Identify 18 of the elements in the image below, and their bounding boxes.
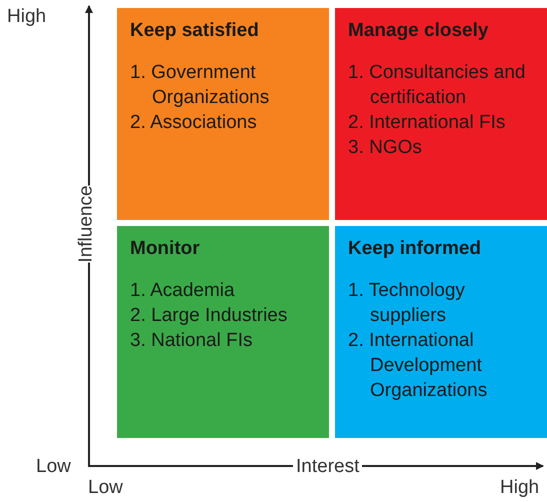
quadrant-box	[117, 226, 329, 438]
quadrant-heading: Monitor	[130, 238, 201, 260]
quadrant-heading: Keep informed	[348, 238, 482, 260]
list-item: 1. Consultancies and certification	[348, 61, 526, 110]
quadrant-box	[335, 8, 547, 220]
list-item: 3. National FIs	[130, 329, 254, 353]
quadrant-heading: Manage closely	[348, 20, 490, 42]
quadrant-box	[335, 226, 547, 438]
list-item: 3. NGOs	[348, 136, 423, 160]
list-item: 2. International Development Organizations	[348, 329, 488, 403]
list-item: 1. Technology suppliers	[348, 279, 466, 328]
list-item: 1. Academia	[130, 279, 236, 303]
quadrant-box	[117, 8, 329, 220]
list-item: 1. Government Organizations	[130, 61, 270, 110]
list-item: 2. Large Industries	[130, 304, 288, 328]
list-item: 2. Associations	[130, 111, 258, 135]
quadrant-heading: Keep satisfied	[130, 20, 260, 42]
list-item: 2. International FIs	[348, 111, 506, 135]
